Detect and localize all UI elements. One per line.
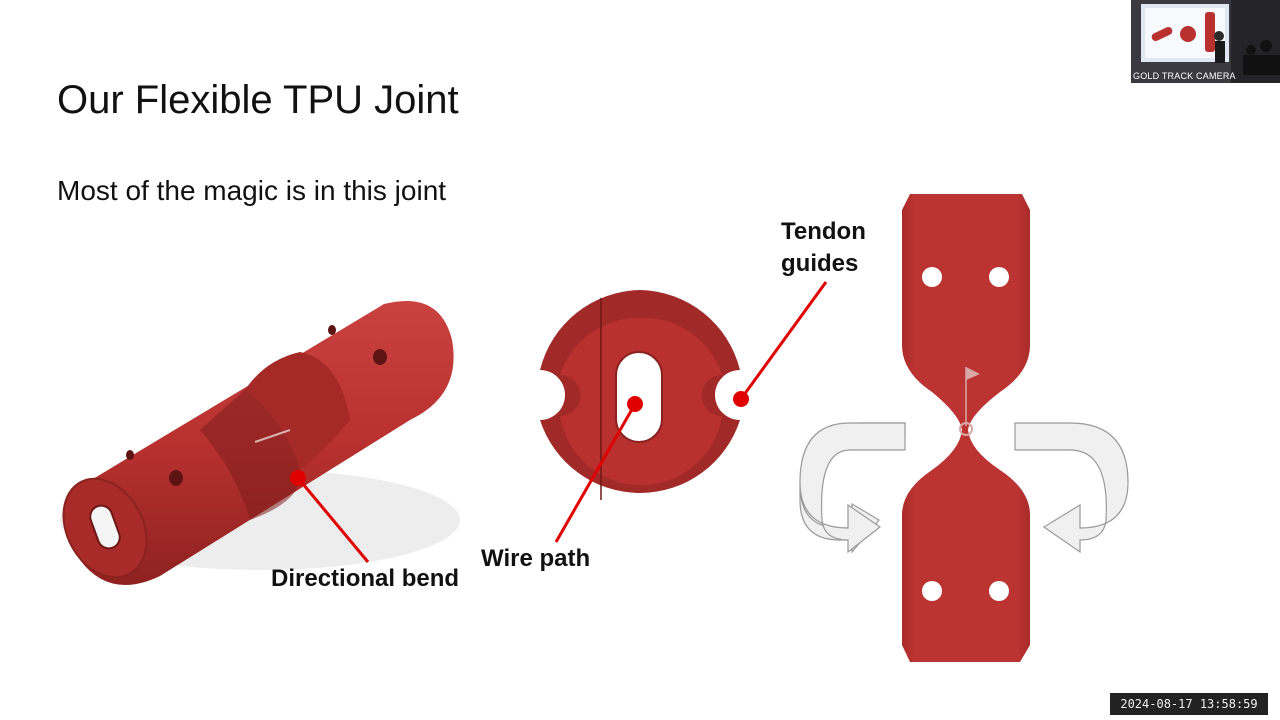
camera-feed: GOLD TRACK CAMERA [1131,0,1280,83]
wire-path-marker [627,396,643,412]
tendon-guides-label: Tendon guides [781,216,891,280]
tendon-guides-marker [733,391,749,407]
tendon-guides-leader [739,281,828,400]
timestamp-overlay: 2024-08-17 13:58:59 [1110,693,1268,715]
camera-scene [1131,0,1280,83]
directional-bend-label: Directional bend [271,565,460,592]
wire-path-label: Wire path [481,545,591,572]
bend-arrow-right-icon [1014,422,1129,554]
camera-label: GOLD TRACK CAMERA [1133,71,1236,81]
wire-path-leader [554,403,637,543]
tendon-guides-text: Tendon guides [781,218,866,277]
bend-arrow-left-icon [799,422,906,554]
joint-cross-section [540,290,740,500]
joint-3d-view [60,300,460,585]
slide-subtitle: Most of the magic is in this joint [57,175,447,206]
slide-title: Our Flexible TPU Joint [57,78,459,122]
directional-bend-leader [296,477,370,563]
joint-front-view [902,194,1030,662]
directional-bend-marker [290,470,306,486]
